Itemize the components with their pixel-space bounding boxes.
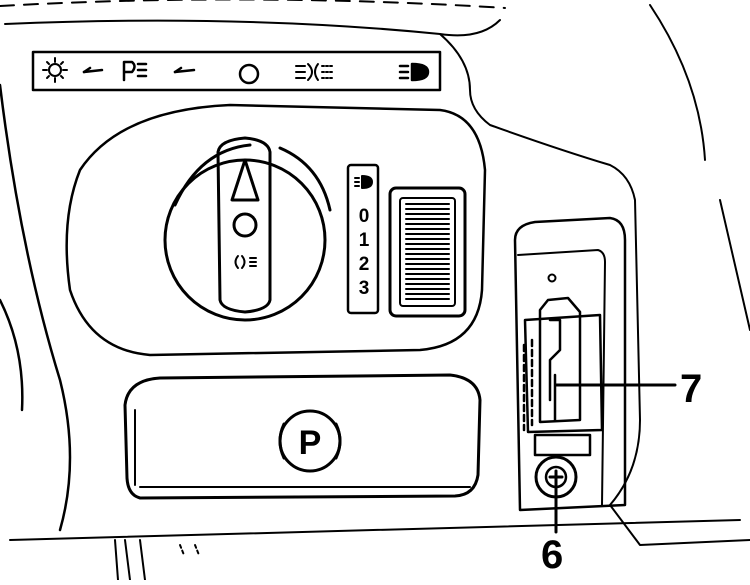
indicator-strip-frame <box>31 50 442 92</box>
right-recess <box>513 216 627 512</box>
indicator-strip <box>31 50 442 92</box>
fog-symbol-icon <box>234 255 257 269</box>
callout-6: 6 <box>541 533 563 577</box>
arrow-left-icon <box>82 66 104 74</box>
lower-column-lines <box>114 199 750 581</box>
parking-brake-housing <box>123 373 482 500</box>
callout-7: 7 <box>680 367 702 411</box>
headlight-icon <box>398 62 430 82</box>
screw-hole <box>547 273 557 283</box>
parking-brake-arcs <box>278 422 342 460</box>
dimmer-label-2: 2 <box>359 254 370 275</box>
parking-light-icon <box>122 60 148 82</box>
dashboard-left-edges <box>0 83 741 541</box>
dimmer-thumbwheel[interactable] <box>388 186 467 318</box>
dimmer-headlight-icon <box>354 175 373 189</box>
light-rotary-switch[interactable] <box>163 136 332 322</box>
fog-light-icon <box>295 63 333 81</box>
dimmer-scale: 0 1 2 3 <box>346 163 380 315</box>
dimmer-label-1: 1 <box>359 230 370 251</box>
knob-circle-icon <box>232 212 258 238</box>
dimmer-label-3: 3 <box>359 278 370 299</box>
parking-brake-button[interactable]: P <box>278 409 342 473</box>
arrow-left-icon-2 <box>173 66 196 74</box>
relay-module <box>522 296 604 457</box>
sun-icon <box>42 57 68 83</box>
parking-brake-symbol: P <box>299 424 322 462</box>
dashboard-top-edge <box>0 0 706 506</box>
triangle-marker-icon <box>230 158 260 202</box>
dimmer-label-0: 0 <box>359 206 370 227</box>
switch-housing <box>65 103 487 357</box>
circle-icon <box>238 63 260 85</box>
